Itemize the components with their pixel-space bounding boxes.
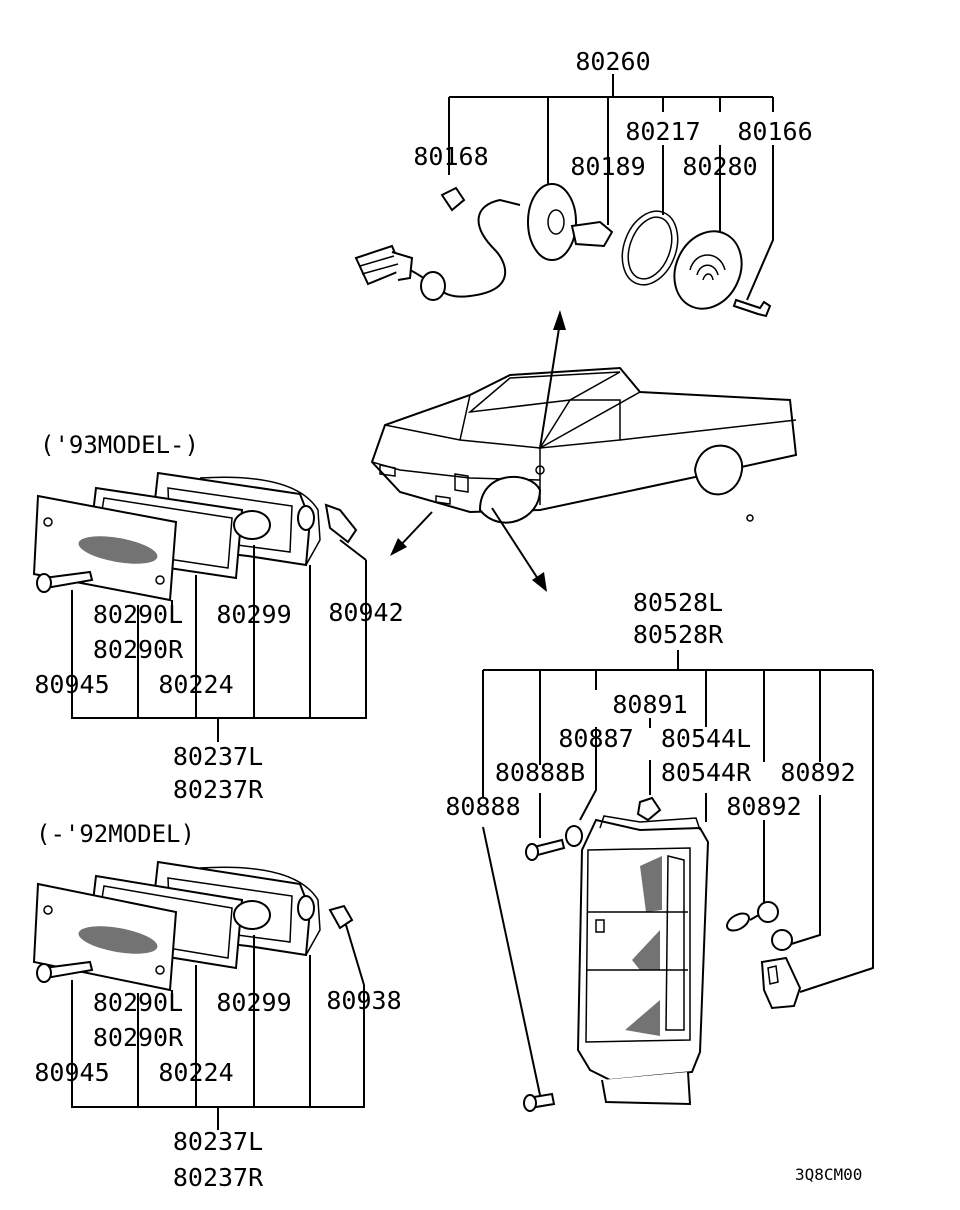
diagram-code: 3Q8CM00 (795, 1165, 862, 1184)
label-80887: 80887 (558, 724, 633, 753)
label-80892: 80892 (780, 758, 855, 787)
label-80942: 80942 (328, 598, 403, 627)
label-80528l: 80528L (633, 588, 723, 617)
label-80237l: 80237L (173, 742, 263, 771)
bulb-icon (233, 900, 271, 930)
label-80544l: 80544L (661, 724, 751, 753)
label-80166: 80166 (737, 117, 812, 146)
caption-93model: ('93MODEL-) (40, 431, 199, 459)
label-80938: 80938 (326, 986, 401, 1015)
label-80891: 80891 (612, 690, 687, 719)
truck-icon (370, 366, 798, 524)
socket-icon (527, 183, 577, 261)
socket-icon (760, 956, 802, 1010)
label-80260: 80260 (575, 47, 650, 76)
front-lamp: 80528L 80528R (445, 588, 874, 1112)
side-lamp-93: ('93MODEL-) 80290L 80290R 80299 80942 80… (32, 431, 404, 804)
bulb-icon (757, 901, 779, 923)
label-80945: 80945 (34, 1058, 109, 1087)
label-80224: 80224 (158, 670, 233, 699)
label-80945: 80945 (34, 670, 109, 699)
gasket-ring-icon (621, 210, 679, 286)
front-lamp-body-icon (576, 815, 710, 1106)
label-80290l: 80290L (93, 600, 183, 629)
screw-icon (732, 298, 772, 318)
label-80290r: 80290R (93, 635, 184, 664)
label-80237r: 80237R (173, 1163, 264, 1192)
label-80299: 80299 (216, 600, 291, 629)
grommet-icon (420, 271, 446, 301)
connector-icon (354, 244, 414, 286)
label-80280: 80280 (682, 152, 757, 181)
clip-icon (440, 186, 466, 212)
label-80290l: 80290L (93, 988, 183, 1017)
top-assembly: 80260 80168 80189 80217 80280 80166 (354, 47, 813, 318)
side-lamp-92: (-'92MODEL) 80290L 80290R 80299 80938 80… (32, 820, 402, 1192)
label-80888: 80888 (445, 792, 520, 821)
caption-92model: (-'92MODEL) (36, 820, 195, 848)
label-80888b: 80888B (495, 758, 585, 787)
label-80528r: 80528R (633, 620, 724, 649)
lamp-cover-icon (673, 230, 743, 310)
label-80892: 80892 (726, 792, 801, 821)
label-80189: 80189 (570, 152, 645, 181)
bulb-icon (233, 510, 271, 540)
label-80237l: 80237L (173, 1127, 263, 1156)
label-80224: 80224 (158, 1058, 233, 1087)
label-80237r: 80237R (173, 775, 264, 804)
washer-icon (565, 825, 583, 847)
label-80299: 80299 (216, 988, 291, 1017)
label-80168: 80168 (413, 142, 488, 171)
bulb-icon (570, 220, 614, 248)
label-80217: 80217 (625, 117, 700, 146)
label-80544r: 80544R (661, 758, 752, 787)
label-80290r: 80290R (93, 1023, 184, 1052)
bracket-icon (324, 503, 358, 544)
arrows (390, 310, 566, 592)
clip-icon (636, 796, 662, 822)
clip-icon (328, 904, 354, 930)
bulb-icon (726, 912, 750, 932)
